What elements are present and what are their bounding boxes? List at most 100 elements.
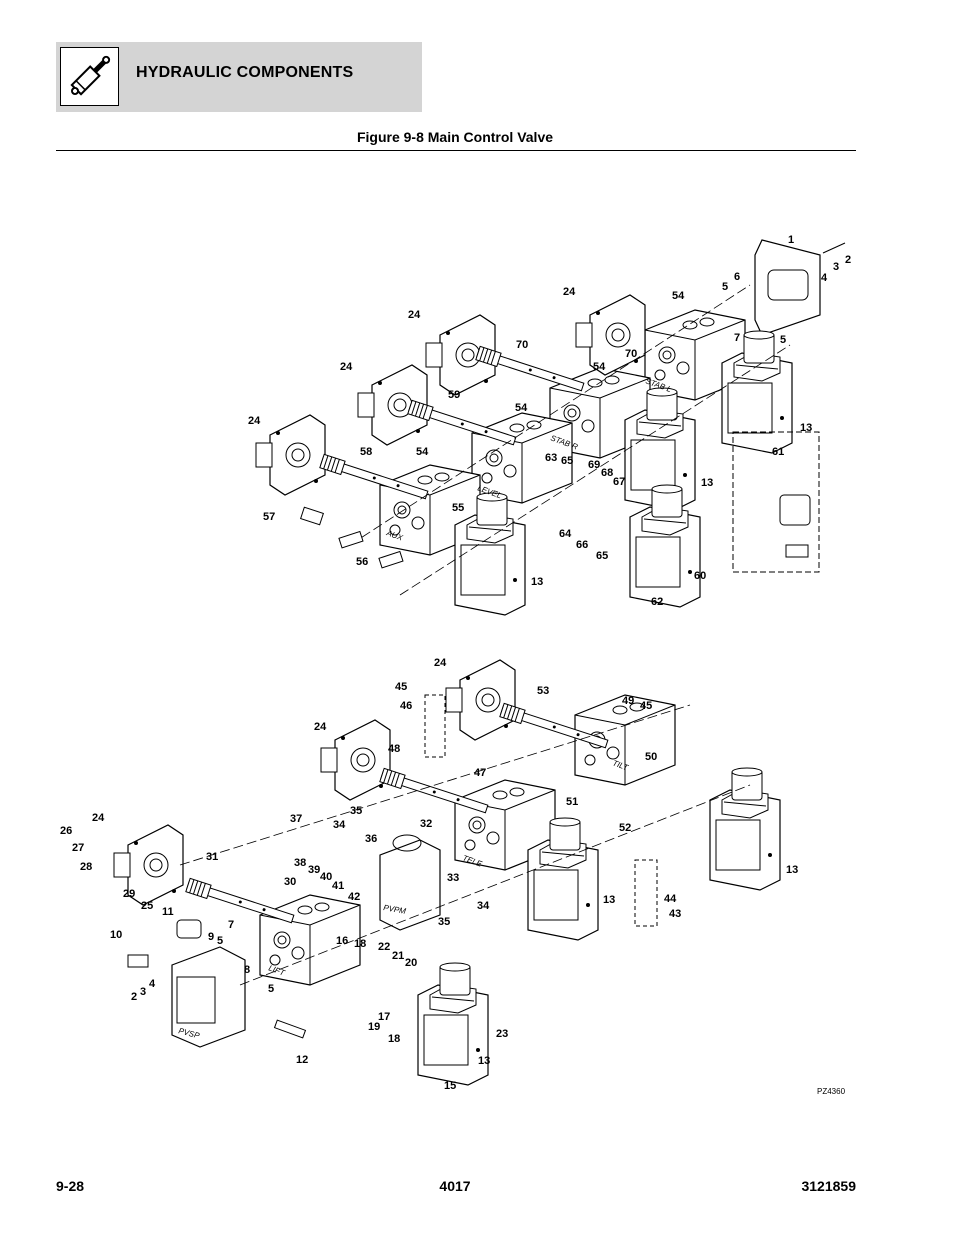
callout: 5 <box>780 334 786 346</box>
callout: 24 <box>314 721 327 733</box>
callout: 13 <box>603 894 615 906</box>
callout: 5 <box>722 281 728 293</box>
callout: 37 <box>290 813 302 825</box>
callout: 12 <box>296 1054 308 1066</box>
pvsp-module <box>171 946 246 1048</box>
exploded-valve-diagram: STAB L STAB R LEVEL AUX TILT TELE PVPM L… <box>50 225 870 1105</box>
callout: 38 <box>294 857 306 869</box>
callout: 18 <box>354 938 366 950</box>
callout: 47 <box>474 767 486 779</box>
callout: 66 <box>576 539 588 551</box>
callout: 56 <box>356 556 368 568</box>
callout: 32 <box>420 818 432 830</box>
callout: 67 <box>613 476 625 488</box>
callout: 7 <box>228 919 234 931</box>
callout: 46 <box>400 700 412 712</box>
callout: 13 <box>531 576 543 588</box>
callout: 6 <box>734 271 740 283</box>
callout: 42 <box>348 891 360 903</box>
callout: 13 <box>478 1055 490 1067</box>
callout: 43 <box>669 908 681 920</box>
callout: 25 <box>141 900 153 912</box>
spool-48 <box>379 767 490 817</box>
callout: 65 <box>561 455 573 467</box>
callout: 34 <box>477 900 490 912</box>
relief-kit-44-box <box>634 859 658 927</box>
callout: 4 <box>149 978 156 990</box>
model-number: 4017 <box>439 1178 471 1194</box>
callout: 19 <box>368 1021 380 1033</box>
solenoid-tilt <box>709 767 781 891</box>
callout: 15 <box>444 1080 456 1092</box>
callout: 53 <box>537 685 549 697</box>
callout: 64 <box>559 528 572 540</box>
callout: 27 <box>72 842 84 854</box>
callout: 13 <box>786 864 798 876</box>
section-title: HYDRAULIC COMPONENTS <box>136 64 354 81</box>
callout: 70 <box>625 348 637 360</box>
callout: 52 <box>619 822 631 834</box>
callout: 20 <box>405 957 417 969</box>
callout: 60 <box>694 570 706 582</box>
callout: 31 <box>206 851 218 863</box>
callout: 48 <box>388 743 400 755</box>
callout: 24 <box>434 657 447 669</box>
callout: 24 <box>248 415 261 427</box>
callout: 1 <box>788 234 794 246</box>
callout: 36 <box>365 833 377 845</box>
callout: 9 <box>208 931 214 943</box>
callout: 33 <box>447 872 459 884</box>
callout: 49 <box>622 695 634 707</box>
callout: 34 <box>333 819 346 831</box>
callout: 24 <box>92 812 105 824</box>
figure-title: Figure 9-8 Main Control Valve <box>356 129 554 145</box>
callout: 39 <box>308 864 320 876</box>
callout: 28 <box>80 861 92 873</box>
callout: 61 <box>772 446 784 458</box>
callout: 54 <box>515 402 528 414</box>
callout: 35 <box>350 805 362 817</box>
manual-number: 3121859 <box>801 1178 856 1194</box>
lower-valve-assembly <box>113 659 781 1086</box>
callout: 51 <box>566 796 578 808</box>
callout: 2 <box>131 991 137 1003</box>
pvpm-module <box>379 839 441 931</box>
callout: 3 <box>140 986 146 998</box>
callout: 13 <box>701 477 713 489</box>
callout: 4 <box>821 272 828 284</box>
callout: 30 <box>284 876 296 888</box>
callout: 45 <box>640 700 652 712</box>
callout: 68 <box>601 467 613 479</box>
label-pvpm: PVPM <box>383 903 407 916</box>
spool-31 <box>185 877 296 927</box>
end-cap-tele <box>320 719 391 801</box>
inlet-cover <box>754 239 821 336</box>
callout: 40 <box>320 871 332 883</box>
callout: 44 <box>664 893 677 905</box>
callout: 65 <box>596 550 608 562</box>
callout: 2 <box>845 254 851 266</box>
callout: 55 <box>452 502 464 514</box>
callout: 45 <box>395 681 407 693</box>
callout: 11 <box>162 906 174 918</box>
callout: 69 <box>588 459 600 471</box>
callout: 13 <box>800 422 812 434</box>
callout: 23 <box>496 1028 508 1040</box>
callout: 59 <box>448 389 460 401</box>
diagram-svg: STAB L STAB R LEVEL AUX TILT TELE PVPM L… <box>60 234 851 1096</box>
callout: 57 <box>263 511 275 523</box>
callout: 17 <box>378 1011 390 1023</box>
callout: 8 <box>244 964 250 976</box>
page-number: 9-28 <box>56 1178 85 1194</box>
callout: 7 <box>734 332 740 344</box>
callout: 50 <box>645 751 657 763</box>
callout: 63 <box>545 452 557 464</box>
callout: 10 <box>110 929 122 941</box>
callout: 24 <box>408 309 421 321</box>
callout: 5 <box>268 983 274 995</box>
callout-numbers: 1 2 3 4 5 6 5 7 24 54 70 24 70 54 24 59 … <box>60 234 851 1092</box>
title-rule <box>56 150 856 151</box>
callout: 5 <box>217 935 223 947</box>
callout: 35 <box>438 916 450 928</box>
hydraulic-cylinder-icon <box>60 47 119 106</box>
